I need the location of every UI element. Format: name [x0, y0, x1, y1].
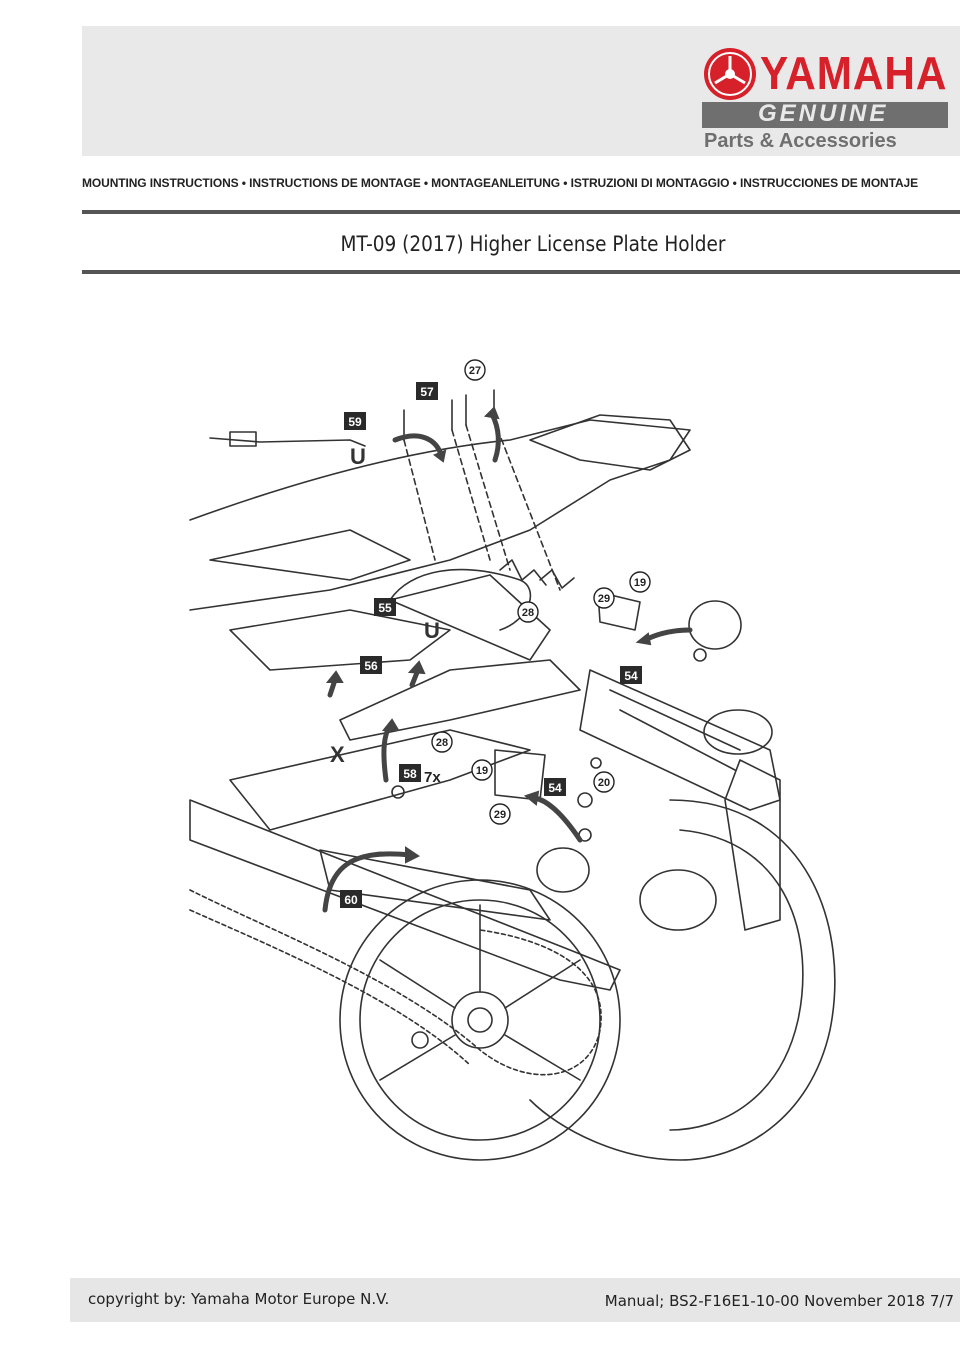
square-callouts: 59 57 55 56 54 54 58 60 [340, 382, 642, 908]
callout-29-upper-label: 29 [598, 593, 610, 605]
callout-54-lower-label: 54 [548, 781, 562, 795]
rear-frame [189, 419, 691, 611]
callout-58-label: 58 [403, 767, 417, 781]
footer-band [70, 1278, 960, 1322]
genuine-bar [702, 102, 948, 128]
callout-19-upper [629, 571, 651, 593]
circle-callouts [431, 359, 651, 825]
callout-28-upper-label: 28 [522, 607, 534, 619]
callout-60 [340, 890, 362, 908]
wheel-hub [451, 991, 509, 1049]
tuning-fork-emblem-icon [704, 48, 756, 100]
callout-27-label: 27 [469, 365, 481, 377]
instructions-heading: MOUNTING INSTRUCTIONS • INSTRUCTIONS DE … [82, 176, 919, 190]
callout-57 [416, 382, 438, 400]
reflector-disc-lower [536, 847, 590, 893]
manual-reference: Manual; BS2-F16E1-10-00 November 2018 7/… [604, 1292, 954, 1310]
callout-56 [360, 656, 382, 674]
callout-54-upper-label: 54 [624, 669, 638, 683]
tyre-inner [669, 829, 804, 1131]
brand-name: YAMAHA [760, 47, 948, 99]
letter-u-lower: U [424, 618, 440, 643]
copyright-text: copyright by: Yamaha Motor Europe N.V. [88, 1290, 390, 1308]
callout-29-lower [489, 803, 511, 825]
parts-accessories-label: Parts & Accessories [704, 130, 897, 152]
license-plate [724, 759, 781, 931]
callout-58 [399, 764, 421, 782]
top-rule [82, 210, 960, 214]
callout-28-lower-label: 28 [436, 737, 448, 749]
callout-57-label: 57 [420, 385, 434, 399]
document-title: MT-09 (2017) Higher License Plate Holder [340, 232, 726, 256]
axle-nut [411, 1031, 429, 1049]
callout-28-lower [431, 731, 453, 753]
turn-signal-upper [703, 709, 773, 755]
turn-signal-lower [639, 869, 717, 931]
title-rule [82, 270, 960, 274]
drive-chain [189, 889, 602, 1076]
callout-20 [593, 771, 615, 793]
callout-27 [464, 359, 486, 381]
genuine-label: GENUINE [758, 100, 889, 127]
callout-54-lower [544, 778, 566, 796]
assembly-diagram: 59 57 55 56 54 54 58 60 27 19 29 28 28 1… [189, 359, 836, 1161]
callout-55 [374, 598, 396, 616]
tyre-outline [529, 799, 836, 1161]
wire-harness [209, 437, 366, 447]
callout-56-label: 56 [364, 659, 378, 673]
callout-59 [344, 412, 366, 430]
callout-19-lower-label: 19 [476, 765, 488, 777]
callout-60-label: 60 [344, 893, 358, 907]
callout-28-upper [517, 601, 539, 623]
letter-x: X [330, 742, 345, 767]
callout-55-label: 55 [378, 601, 392, 615]
swingarm [189, 799, 621, 991]
quantity-label: 7x [424, 769, 441, 786]
plate-bracket [579, 669, 781, 811]
callout-20-label: 20 [598, 777, 610, 789]
callout-29-lower-label: 29 [494, 809, 506, 821]
letter-u-upper: U [350, 444, 366, 469]
callout-59-label: 59 [348, 415, 362, 429]
callout-19-upper-label: 19 [634, 577, 646, 589]
header-band [82, 26, 960, 156]
yamaha-logo: YAMAHA GENUINE Parts & Accessories [700, 40, 958, 155]
callout-54-upper [620, 666, 642, 684]
callout-29-upper [593, 587, 615, 609]
chain-guard [319, 849, 551, 921]
callout-19-lower [471, 759, 493, 781]
adapter-plate-upper [597, 591, 641, 631]
reflector-disc [688, 600, 742, 650]
wire-bracket [389, 574, 551, 661]
mounting-plate [339, 659, 581, 741]
tail-section [529, 414, 691, 471]
